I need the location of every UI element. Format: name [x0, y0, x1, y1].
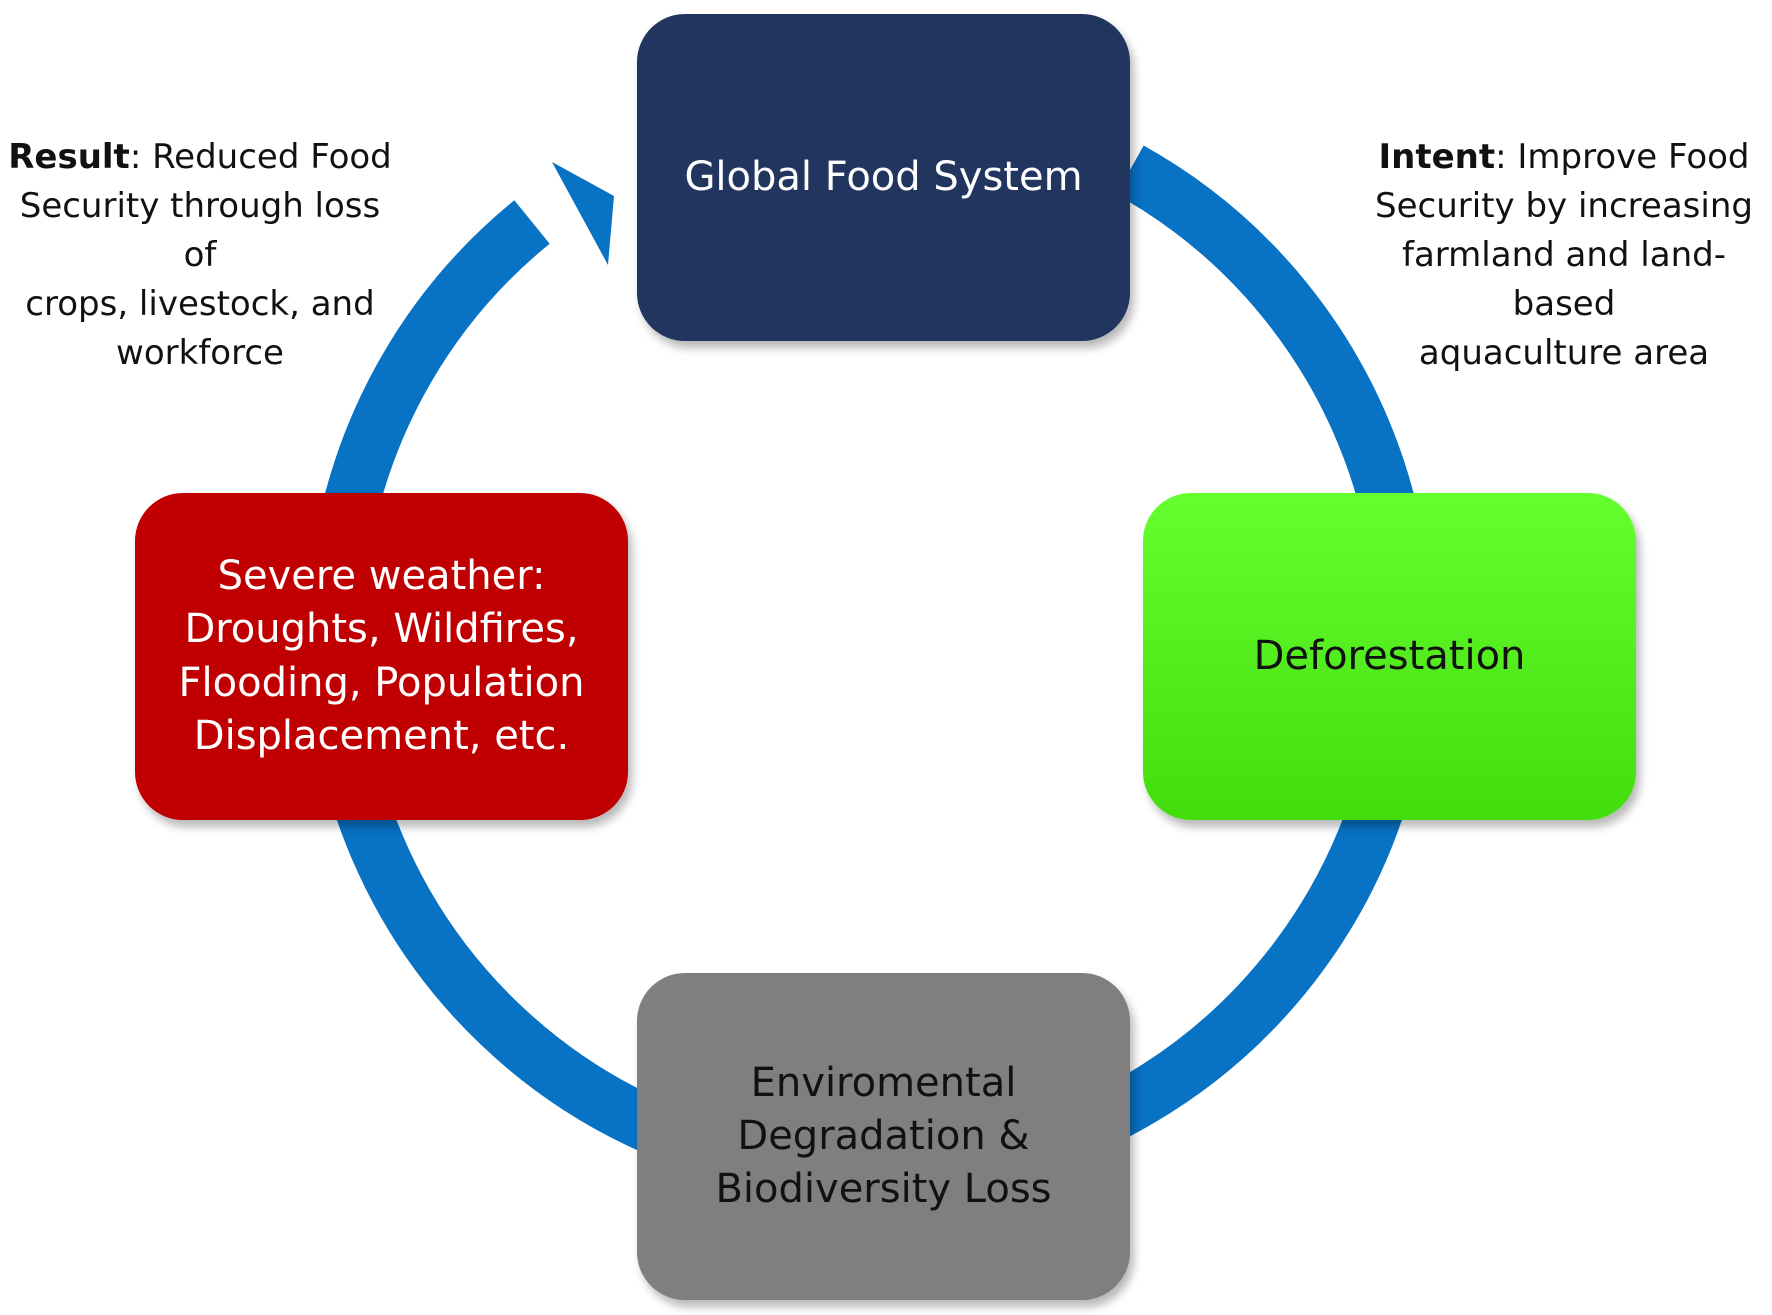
severe-weather-box: Severe weather: Droughts, Wildfires, Flo…	[135, 493, 628, 820]
result-text: : Reduced Food Security through loss of …	[19, 137, 392, 373]
global-food-system-box: Global Food System	[637, 14, 1130, 341]
cycle-arrowhead-icon	[552, 162, 614, 265]
environmental-degradation-box: Enviromental Degradation & Biodiversity …	[637, 973, 1130, 1300]
intent-text: : Improve Food Security by increasing fa…	[1375, 137, 1753, 373]
intent-heading: Intent	[1378, 137, 1496, 177]
result-annotation: Result: Reduced Food Security through lo…	[0, 133, 400, 378]
deforestation-box: Deforestation	[1143, 493, 1636, 820]
severe-weather-label: Severe weather: Droughts, Wildfires, Flo…	[178, 553, 585, 759]
intent-annotation: Intent: Improve Food Security by increas…	[1356, 133, 1772, 378]
result-heading: Result	[8, 137, 130, 177]
environmental-degradation-label: Enviromental Degradation & Biodiversity …	[715, 1059, 1052, 1213]
deforestation-label: Deforestation	[1253, 632, 1526, 679]
global-food-system-label: Global Food System	[684, 153, 1083, 200]
